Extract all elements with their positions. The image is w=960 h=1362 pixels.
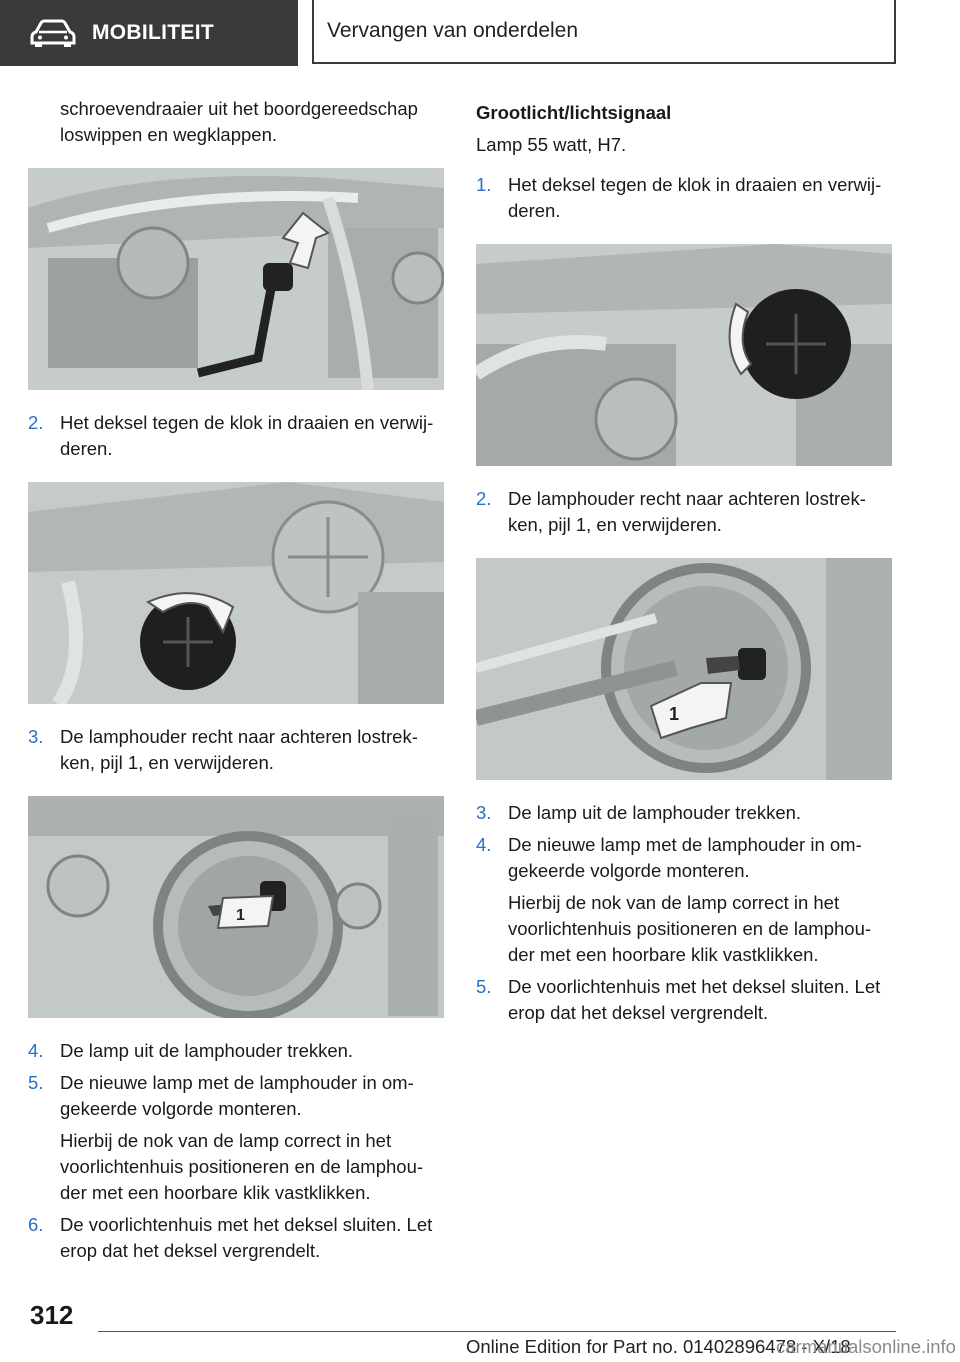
watermark: carmanualsonline.info — [776, 1336, 956, 1357]
right-step-5: 5. De voorlichtenhuis met het deksel slu… — [476, 976, 881, 1023]
right-step-1: 1. Het deksel tegen de klok in draaien e… — [476, 174, 882, 221]
right-step-3: 3. De lamp uit de lamphouder trekken. — [476, 802, 802, 823]
left-step-3: 3. De lamphouder recht naar achteren los… — [28, 726, 418, 773]
right-step-4: 4. De nieuwe lamp met de lamphouder in o… — [476, 834, 862, 881]
lamp-spec: Lamp 55 watt, H7. — [476, 134, 627, 155]
left-step-2: 2. Het deksel tegen de klok in draaien e… — [28, 412, 434, 459]
right-column: Grootlicht/lichtsignaal Lamp 55 watt, H7… — [476, 100, 892, 1026]
figure-highbeam-cover — [476, 244, 892, 466]
figure-arrow-label: 1 — [669, 704, 679, 724]
page-number: 312 — [30, 1300, 74, 1330]
chapter-title: Vervangen van onderdelen — [312, 0, 896, 64]
left-step-6: 6. De voorlichtenhuis met het deksel slu… — [28, 1214, 433, 1261]
figure-headlight-tool — [28, 168, 444, 390]
figure-cover-rotate — [28, 482, 444, 704]
section-label: MOBILITEIT — [92, 21, 214, 44]
right-step-2: 2. De lamphouder recht naar achteren los… — [476, 488, 866, 535]
section-heading: Grootlicht/lichtsignaal — [476, 102, 672, 123]
section-tab: MOBILITEIT — [0, 0, 298, 66]
left-column: schroevendraaier uit het boordgereedscha… — [28, 96, 444, 1264]
footer-divider — [98, 1331, 896, 1332]
left-step-4: 4. De lamp uit de lamphouder trekken. — [28, 1040, 354, 1061]
right-step-4-note: Hierbij de nok van de lamp correct in he… — [508, 892, 872, 965]
car-icon — [30, 19, 76, 47]
figure-highbeam-lampholder: 1 — [476, 558, 892, 780]
figure-arrow-label: 1 — [236, 907, 245, 924]
intro-text: schroevendraaier uit het boordgereedscha… — [60, 98, 418, 145]
figure-lampholder-pull: 1 — [28, 796, 444, 1018]
left-step-5-note: Hierbij de nok van de lamp correct in he… — [60, 1130, 424, 1203]
edition-text: Online Edition for Part no. 01402896478 … — [466, 1336, 851, 1357]
left-step-5: 5. De nieuwe lamp met de lamphouder in o… — [28, 1072, 414, 1119]
